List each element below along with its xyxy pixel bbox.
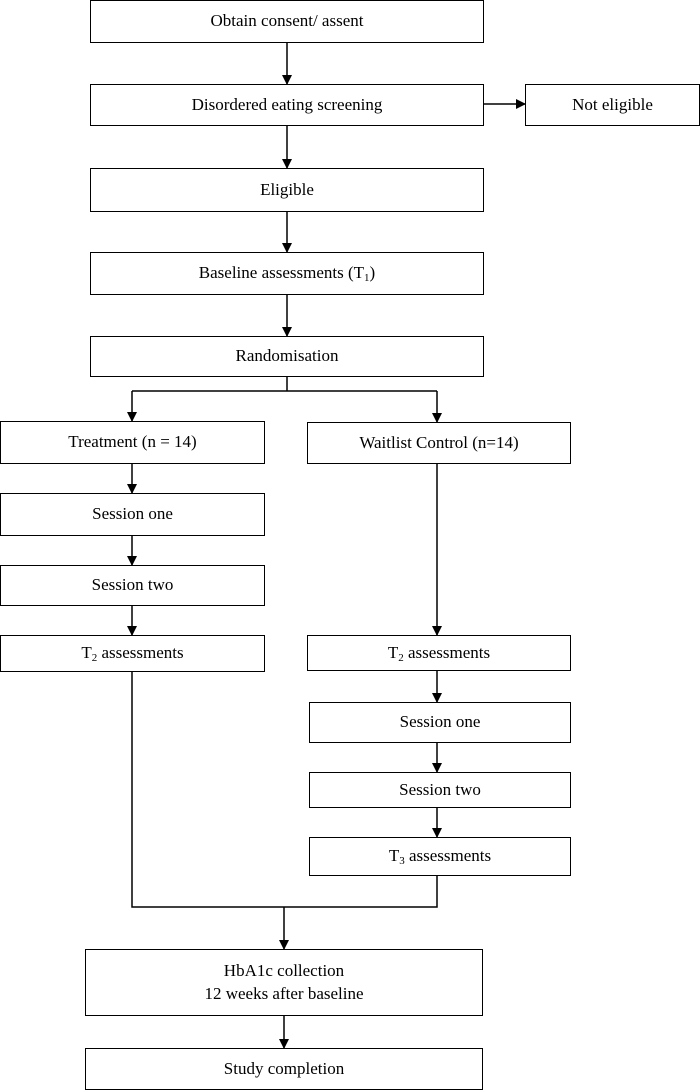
consent-box: Obtain consent/ assent	[90, 0, 484, 43]
screening-box: Disordered eating screening	[90, 84, 484, 126]
waitlist-box: Waitlist Control (n=14)	[307, 422, 571, 464]
completion-box: Study completion	[85, 1048, 483, 1090]
waitlist-session-one-label: Session one	[399, 712, 481, 732]
randomisation-label: Randomisation	[235, 346, 339, 366]
randomisation-split-line	[132, 377, 437, 392]
consent-label: Obtain consent/ assent	[210, 11, 364, 31]
treatment-session-two-label: Session two	[91, 575, 174, 595]
treatment-label: Treatment (n = 14)	[68, 432, 197, 452]
baseline-box: Baseline assessments (T1)	[90, 252, 484, 295]
waitlist-t3-label: T3 assessments	[388, 846, 492, 868]
hba1c-line1: HbA1c collection	[223, 960, 345, 980]
treatment-session-one-box: Session one	[0, 493, 265, 536]
waitlist-session-one-box: Session one	[309, 702, 571, 743]
waitlist-session-two-label: Session two	[399, 779, 481, 799]
baseline-label: Baseline assessments (T1)	[198, 263, 376, 285]
completion-label: Study completion	[223, 1058, 345, 1078]
hba1c-line2: 12 weeks after baseline	[204, 983, 364, 1003]
treatment-box: Treatment (n = 14)	[0, 421, 265, 464]
waitlist-session-two-box: Session two	[309, 772, 571, 808]
treatment-session-two-box: Session two	[0, 565, 265, 606]
eligible-box: Eligible	[90, 168, 484, 212]
not-eligible-box: Not eligible	[525, 84, 700, 126]
treatment-session-one-label: Session one	[92, 504, 173, 524]
treatment-t2-box: T2 assessments	[0, 635, 265, 672]
hba1c-box: HbA1c collection 12 weeks after baseline	[85, 949, 483, 1016]
waitlist-t2-box: T2 assessments	[307, 635, 571, 671]
waitlist-t2-label: T2 assessments	[387, 642, 491, 664]
screening-label: Disordered eating screening	[191, 94, 383, 114]
not-eligible-label: Not eligible	[572, 94, 653, 114]
hba1c-text: HbA1c collection 12 weeks after baseline	[204, 960, 363, 1006]
treatment-t2-label: T2 assessments	[81, 643, 184, 665]
waitlist-label: Waitlist Control (n=14)	[359, 432, 519, 452]
waitlist-t3-box: T3 assessments	[309, 837, 571, 876]
eligible-label: Eligible	[260, 179, 314, 199]
randomisation-box: Randomisation	[90, 336, 484, 377]
